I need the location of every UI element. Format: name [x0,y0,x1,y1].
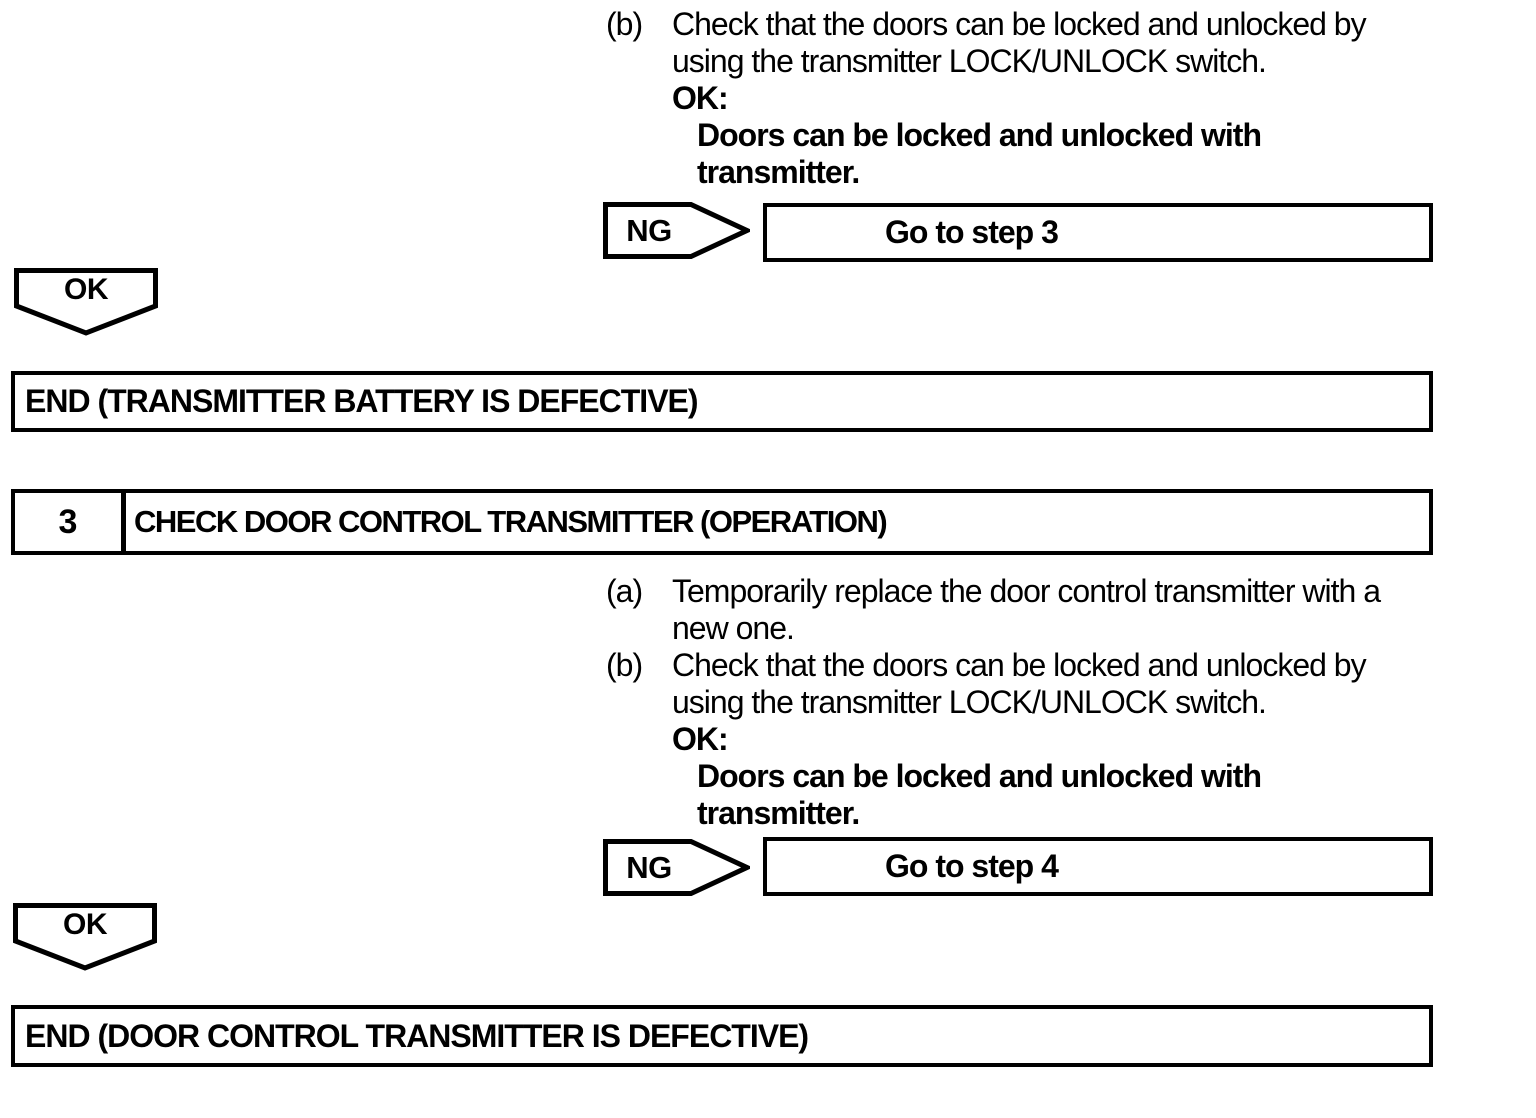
ok-badge-label: OK [63,908,108,941]
instruction-step-label: (b) [606,6,643,42]
ok-badge-label: OK [64,273,109,306]
end-result-box: END (DOOR CONTROL TRANSMITTER IS DEFECTI… [11,1005,1433,1067]
end-result-box: END (TRANSMITTER BATTERY IS DEFECTIVE) [11,371,1433,432]
goto-step-label: Go to step 3 [885,214,1059,250]
ok-heading: OK: [672,721,729,757]
instruction-block-step3: (a) Temporarily replace the door control… [606,573,1381,832]
instruction-item: (b) Check that the doors can be locked a… [606,6,1367,43]
instruction-item: (a) Temporarily replace the door control… [606,573,1381,610]
goto-step-label: Go to step 4 [885,848,1059,884]
ng-branch-arrow: NG [603,839,750,896]
instruction-line: new one. [672,610,795,646]
ok-branch-pentagon: OK [14,268,158,336]
goto-step-box: Go to step 3 [763,203,1433,262]
ng-badge-label: NG [626,212,672,248]
instruction-block-step2: (b) Check that the doors can be locked a… [606,6,1367,191]
ok-condition-line: Doors can be locked and unlocked with [697,117,1262,153]
instruction-line: Check that the doors can be locked and u… [672,6,1367,42]
instruction-line: Check that the doors can be locked and u… [672,647,1367,683]
ok-heading: OK: [672,80,729,116]
ok-pentagon-icon [14,268,158,336]
instruction-item: (b) Check that the doors can be locked a… [606,647,1380,684]
ng-branch-arrow: NG [603,202,750,259]
ng-arrow-icon [603,839,750,896]
ok-condition-line: Doors can be locked and unlocked with [697,758,1262,794]
instruction-line: using the transmitter LOCK/UNLOCK switch… [672,43,1267,79]
step-title: CHECK DOOR CONTROL TRANSMITTER (OPERATIO… [134,504,888,539]
ok-condition-line: transmitter. [697,154,860,190]
ng-badge-label: NG [626,849,672,885]
instruction-step-label: (b) [606,647,643,683]
ok-branch-pentagon: OK [13,903,157,971]
goto-step-box: Go to step 4 [763,837,1433,896]
ng-arrow-icon [603,202,750,259]
ok-pentagon-icon [13,903,157,971]
end-result-label: END (DOOR CONTROL TRANSMITTER IS DEFECTI… [25,1017,809,1054]
instruction-line: using the transmitter LOCK/UNLOCK switch… [672,684,1267,720]
step-number-cell: 3 [15,493,126,551]
instruction-line: Temporarily replace the door control tra… [672,573,1381,609]
ok-condition-line: transmitter. [697,795,860,831]
end-result-label: END (TRANSMITTER BATTERY IS DEFECTIVE) [25,383,699,419]
step-header: 3 CHECK DOOR CONTROL TRANSMITTER (OPERAT… [11,489,1433,555]
instruction-step-label: (a) [606,573,643,609]
